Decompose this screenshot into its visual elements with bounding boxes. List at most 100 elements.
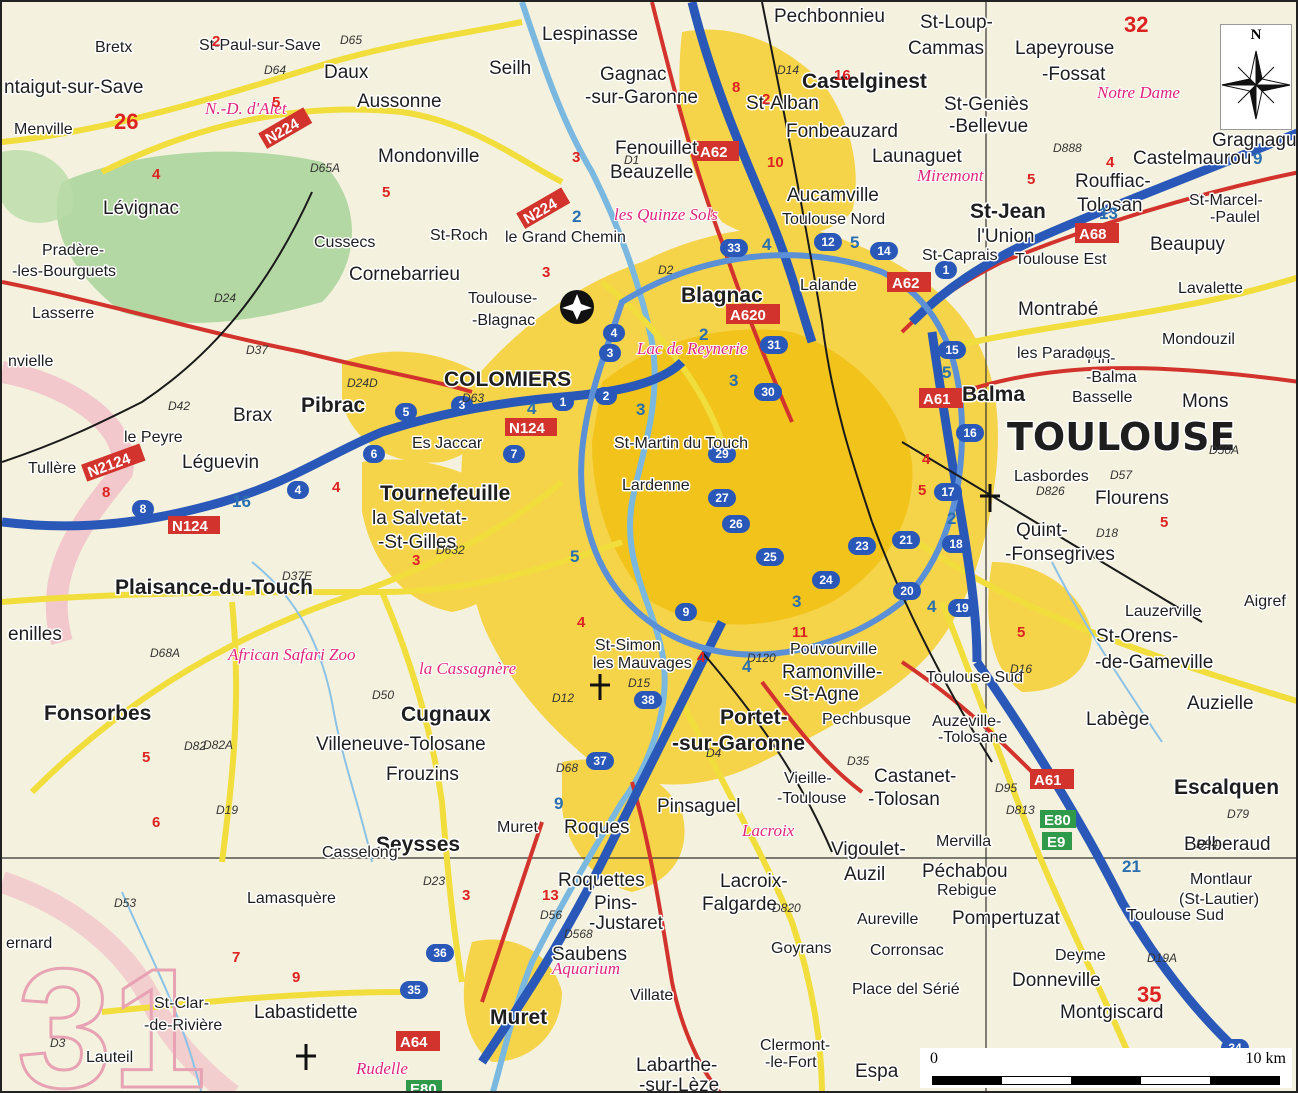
- exit-number-marker: 14: [870, 242, 898, 260]
- place-label-seilh: Seilh: [489, 58, 531, 79]
- exit-number-marker: 30: [754, 383, 782, 401]
- svg-text:5: 5: [570, 547, 579, 566]
- road-number-label: D65A: [310, 161, 340, 175]
- locality-label: Es Jaccar: [412, 435, 483, 452]
- road-number-label: D12: [552, 691, 574, 705]
- road-number-label: D56: [540, 908, 562, 922]
- urban-area-east: [988, 562, 1092, 692]
- road-number-label: D15: [628, 676, 650, 690]
- svg-text:5: 5: [1027, 171, 1035, 188]
- svg-text:4: 4: [762, 235, 772, 254]
- exit-number-marker: 7: [503, 445, 525, 463]
- place-label-lavalette: Lavalette: [1178, 280, 1243, 297]
- place-label-pin: Pin-: [1087, 350, 1115, 367]
- svg-text:N124: N124: [172, 518, 209, 535]
- place-label-fossat: -Fossat: [1042, 64, 1106, 85]
- place-label-surleze: -sur-Lèze: [639, 1075, 719, 1093]
- place-label-pechbonnieu: Pechbonnieu: [774, 6, 885, 27]
- place-label-nilles: enilles: [8, 624, 62, 645]
- svg-text:10: 10: [767, 154, 784, 171]
- exit-number-label: 35: [407, 983, 421, 997]
- place-label-lacroix: Lacroix-: [720, 871, 788, 892]
- place-label-cornebarrieu: Cornebarrieu: [349, 264, 460, 285]
- locality-label: Toulouse Sud: [1127, 907, 1224, 924]
- svg-text:6: 6: [152, 814, 160, 831]
- locality-label: les Mauvages: [593, 655, 692, 672]
- road-number-label: D632: [436, 543, 465, 557]
- exit-number-label: 27: [715, 491, 729, 505]
- place-label-bellevue: -Bellevue: [949, 116, 1028, 137]
- place-label-lunion: l'Union: [977, 226, 1035, 247]
- place-label-quint: Quint-: [1016, 520, 1068, 541]
- place-label-vieille: Vieille-: [784, 770, 832, 787]
- road-number-label: D826: [1036, 484, 1065, 498]
- locality-label: Lalande: [800, 277, 857, 294]
- place-label-stagne: -St-Agne: [784, 684, 859, 705]
- svg-text:13: 13: [1099, 204, 1118, 223]
- exit-number-label: 25: [763, 550, 777, 564]
- svg-text:4: 4: [922, 451, 931, 468]
- motorway-shield: A62: [695, 141, 739, 161]
- exit-number-marker: 23: [848, 537, 876, 555]
- place-label-aucamville: Aucamville: [787, 185, 879, 206]
- exit-number-marker: 18: [942, 535, 970, 553]
- exit-number-marker: 15: [938, 341, 966, 359]
- exit-number-label: 20: [900, 584, 914, 598]
- svg-text:5: 5: [942, 363, 951, 382]
- locality-label: Pechbusque: [822, 711, 911, 728]
- place-label-toulouseblagnac1: Toulouse-: [468, 290, 537, 307]
- svg-text:9: 9: [292, 969, 300, 986]
- place-label-aussonne: Aussonne: [357, 91, 442, 112]
- place-label-justaret: -Justaret: [589, 913, 664, 934]
- place-label-beaupuy: Beaupuy: [1150, 234, 1226, 255]
- department-boundary-band: [2, 361, 134, 646]
- urban-area-north: [679, 29, 856, 239]
- place-label-tournefeuille: Tournefeuille: [380, 482, 510, 505]
- place-label-auzeville: Auzeville-: [932, 713, 1001, 730]
- place-label-castelginest: Castelginest: [802, 70, 927, 93]
- place-label-pompertuzat: Pompertuzat: [952, 908, 1060, 929]
- road-number-label: D53: [114, 896, 136, 910]
- exit-number-label: 1: [943, 263, 950, 277]
- place-label-montlaur: Montlaur: [1190, 871, 1253, 888]
- locality-label: Pouvourville: [790, 641, 877, 658]
- department-number: 31: [17, 934, 206, 1093]
- locality-label: le Peyre: [124, 429, 183, 446]
- place-label-espa: Espa: [855, 1061, 899, 1082]
- exit-number-marker: 29: [708, 445, 736, 463]
- place-label-lasalvetat: la Salvetat-: [372, 508, 467, 529]
- svg-text:5: 5: [272, 94, 280, 111]
- place-label-lauzerville: Lauzerville: [1125, 603, 1202, 620]
- road-number-label: D813: [1006, 803, 1035, 817]
- road-number-label: D37E: [282, 569, 313, 583]
- svg-text:16: 16: [232, 492, 251, 511]
- place-label-pins: Pins-: [594, 893, 637, 914]
- exit-number-marker: 6: [363, 445, 385, 463]
- place-label-stclar: St-Clar-: [154, 995, 209, 1012]
- motorway-shield: A68: [1075, 223, 1119, 243]
- exit-number-marker: 8: [132, 500, 154, 518]
- locality-label: Cussecs: [314, 234, 375, 251]
- place-label-pinsaguel: Pinsaguel: [657, 796, 740, 817]
- place-label-flourens: Flourens: [1095, 488, 1169, 509]
- place-label-muret: Muret: [490, 1006, 547, 1029]
- locality-label: Lasbordes: [1014, 468, 1089, 485]
- poi-label: N.-D. d'Alet: [204, 99, 288, 118]
- svg-text:E80: E80: [1044, 812, 1071, 829]
- place-label-portet1: Portet-: [720, 706, 788, 729]
- motorway-shield: A61: [1030, 769, 1074, 789]
- place-label-ernard: ernard: [6, 935, 52, 952]
- svg-text:8: 8: [732, 79, 740, 96]
- forest-area: [56, 151, 353, 323]
- motorway-shield: A61: [919, 388, 963, 408]
- european-route-shield: E80: [1040, 810, 1076, 829]
- place-label-tolosane: -Tolosane: [938, 729, 1007, 746]
- place-label-fonbeauzard: Fonbeauzard: [786, 121, 898, 142]
- exit-number-marker: 1: [552, 393, 574, 411]
- road-number-label: D18: [1096, 526, 1118, 540]
- svg-text:7: 7: [232, 949, 240, 966]
- road-number-label: D3: [50, 1036, 66, 1050]
